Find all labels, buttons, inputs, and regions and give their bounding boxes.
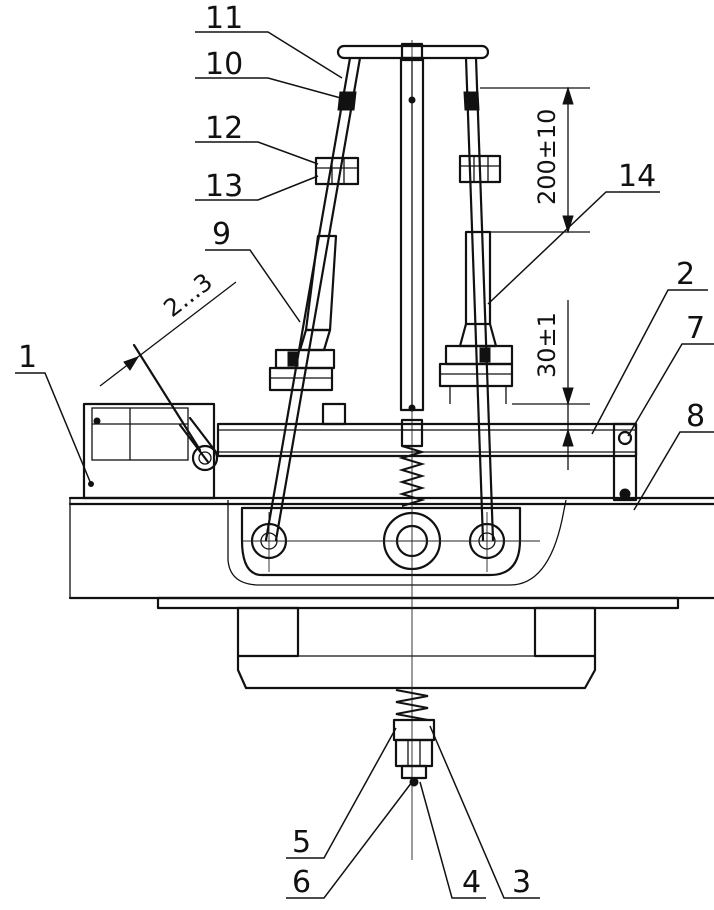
callout-6: 6 (292, 865, 311, 900)
lever (132, 343, 219, 472)
dimension-clearance: 2...3 (99, 268, 237, 387)
callout-5: 5 (292, 825, 311, 860)
dimension-spring-gap: 30±1 (512, 300, 590, 470)
leader-lines (15, 31, 714, 899)
callout-12: 12 (205, 111, 243, 146)
cradle (227, 499, 567, 586)
dimension-top-gap: 200±10 (480, 86, 590, 234)
callout-3: 3 (512, 865, 531, 900)
callout-labels: 11 10 12 13 9 14 2 7 8 1 5 6 4 3 (18, 1, 705, 900)
bottom-bolt (392, 689, 436, 787)
callout-11: 11 (205, 1, 243, 36)
callout-14: 14 (618, 159, 656, 194)
lower-housing (236, 606, 597, 690)
callout-7: 7 (686, 311, 705, 346)
right-rod-assembly (438, 56, 514, 542)
callout-2: 2 (676, 257, 695, 292)
callout-13: 13 (205, 169, 243, 204)
callout-8: 8 (686, 399, 705, 434)
right-bracket (612, 422, 638, 502)
dim-2-3: 2...3 (158, 268, 217, 323)
central-column (336, 42, 490, 448)
callout-9: 9 (212, 217, 231, 252)
dim-30: 30±1 (533, 312, 561, 378)
callout-10: 10 (205, 47, 243, 82)
left-rod-assembly (264, 56, 362, 542)
callout-4: 4 (462, 865, 481, 900)
dim-200: 200±10 (533, 109, 561, 205)
bottom-flange (156, 596, 680, 610)
beam (68, 496, 714, 600)
callout-1: 1 (18, 340, 37, 375)
central-spring (398, 445, 426, 507)
